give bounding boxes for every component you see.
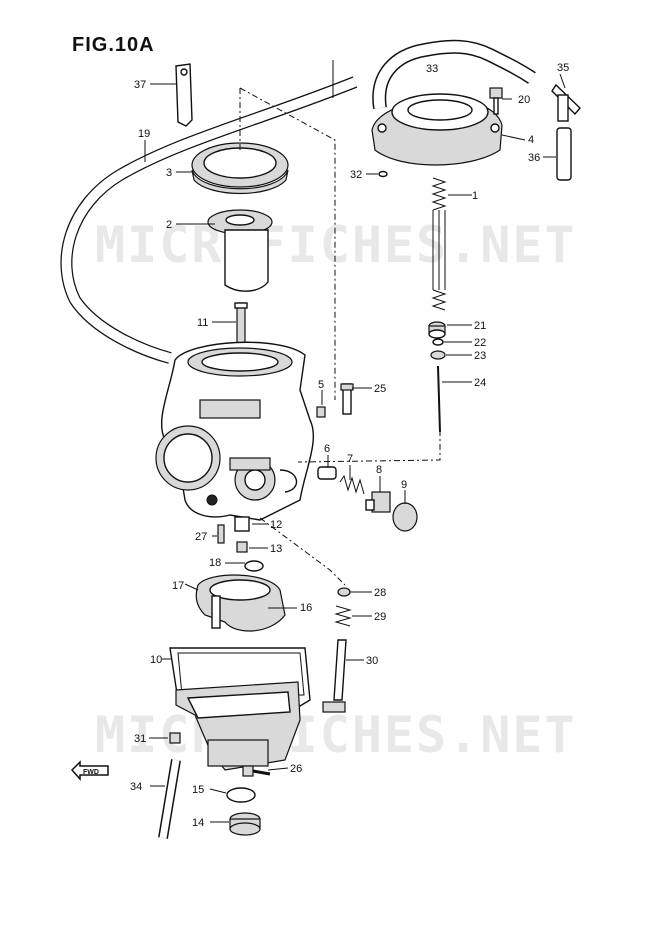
callout-14: 14: [192, 817, 204, 829]
part-1-spring: [431, 177, 447, 311]
watermark-bottom: MICROFICHES.NET: [95, 706, 577, 764]
callout-26: 26: [290, 763, 302, 775]
callout-8: 8: [376, 464, 382, 476]
part-4-top-cover: [371, 93, 503, 166]
carburetor-body: [155, 341, 314, 521]
callout-23: 23: [474, 350, 486, 362]
assembly-line-drain: [259, 517, 346, 586]
part-21-spacer: [428, 321, 446, 339]
callout-13: 13: [270, 543, 282, 555]
part-5-screw: [316, 406, 326, 418]
part-2-piston-valve: [207, 209, 273, 292]
callout-37: 37: [134, 79, 146, 91]
part-27-pilot-jet: [217, 524, 225, 544]
assembly-line-needle: [297, 430, 441, 463]
assembly-line-diaphragm: [239, 87, 336, 400]
part-37-clamp: [175, 63, 193, 127]
part-12-main-jet-holder: [234, 516, 250, 532]
figure-title: FIG.10A: [72, 34, 155, 56]
callout-32: 32: [350, 169, 362, 181]
part-31-screw: [169, 732, 181, 744]
part-13-main-jet: [236, 541, 248, 553]
callout-33: 33: [426, 63, 438, 75]
callout-9: 9: [401, 479, 407, 491]
part-14-plug: [229, 812, 261, 836]
callout-2: 2: [166, 219, 172, 231]
callout-7: 7: [347, 453, 353, 465]
part-20-screw: [489, 87, 503, 115]
callout-15: 15: [192, 784, 204, 796]
part-25-plunger: [340, 383, 354, 415]
part-28-o-ring: [337, 587, 351, 597]
part-29-spring: [334, 605, 352, 627]
callout-4: 4: [528, 134, 534, 146]
callout-22: 22: [474, 337, 486, 349]
part-15-o-ring: [226, 787, 256, 803]
part-23-washer: [430, 350, 446, 360]
fwd-label: FWD: [83, 769, 99, 776]
part-6-seal: [317, 466, 337, 480]
part-32-washer: [378, 170, 388, 178]
callout-19: 19: [138, 128, 150, 140]
callout-21: 21: [474, 320, 486, 332]
callout-10: 10: [150, 654, 162, 666]
part-22-e-clip: [432, 338, 444, 346]
fwd-arrow-icon: [70, 760, 109, 781]
callout-27: 27: [195, 531, 207, 543]
leader-lines: [144, 60, 566, 823]
part-7-spring: [339, 474, 365, 495]
part-9-cap: [392, 502, 418, 532]
part-26-screw: [242, 765, 271, 777]
part-19-vent-hose: [60, 76, 358, 364]
part-3-diaphragm: [191, 142, 289, 194]
callout-31: 31: [134, 733, 146, 745]
callout-20: 20: [518, 94, 530, 106]
callout-6: 6: [324, 443, 330, 455]
part-8-adjust-screw: [365, 491, 391, 513]
callout-3: 3: [166, 167, 172, 179]
part-30-drain-screw: [322, 639, 347, 713]
part-35-t-fitting: [551, 83, 581, 122]
callout-25: 25: [374, 383, 386, 395]
callout-5: 5: [318, 379, 324, 391]
callout-28: 28: [374, 587, 386, 599]
callout-35: 35: [557, 62, 569, 74]
part-34-drain-hose: [158, 759, 181, 839]
callout-18: 18: [209, 557, 221, 569]
callout-1: 1: [472, 190, 478, 202]
part-36-tube: [556, 127, 572, 181]
callout-29: 29: [374, 611, 386, 623]
part-24-jet-needle: [437, 365, 441, 433]
callout-12: 12: [270, 519, 282, 531]
float-bowl: [175, 681, 301, 771]
callout-36: 36: [528, 152, 540, 164]
callout-24: 24: [474, 377, 486, 389]
callout-16: 16: [300, 602, 312, 614]
part-18-o-ring: [244, 560, 264, 572]
callout-11: 11: [197, 317, 208, 329]
callout-labels: 37 19 3 2 11 33 35 20 4 36 32 1 21 22 23…: [130, 62, 569, 829]
part-33-hose: [372, 39, 536, 110]
part-16-float: [195, 574, 286, 632]
callout-17: 17: [172, 580, 184, 592]
callout-30: 30: [366, 655, 378, 667]
callout-34: 34: [130, 781, 142, 793]
